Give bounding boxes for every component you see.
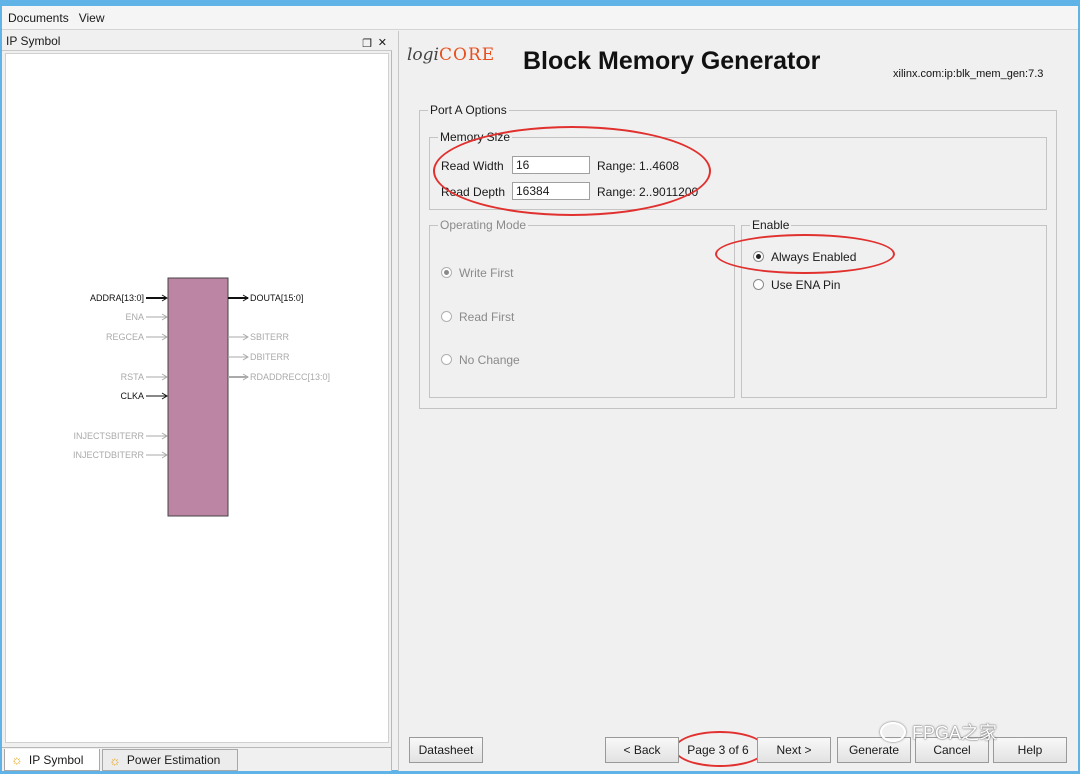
port-arrow	[161, 294, 168, 302]
use-ena-pin-radio[interactable]	[753, 279, 764, 290]
always-enabled-label: Always Enabled	[771, 250, 857, 264]
page-title: Block Memory Generator	[523, 47, 821, 75]
ip-symbol-diagram: ADDRA[13:0] ENA REGCEA RSTA CLKA INJECTSBITER…	[73, 277, 330, 517]
restore-icon[interactable]: ❐	[362, 38, 372, 50]
port-label: CLKA	[120, 391, 144, 401]
port-arrow	[161, 373, 168, 381]
port-arrow	[242, 373, 249, 381]
no-change-label: No Change	[459, 353, 520, 367]
tab-label: Power Estimation	[126, 753, 221, 767]
menu-view[interactable]: View	[78, 10, 105, 25]
memory-block	[167, 277, 229, 517]
port-arrow	[161, 451, 168, 459]
port-label: DBITERR	[250, 352, 290, 362]
port-arrow	[161, 333, 168, 341]
watermark-text: FPGA之家	[912, 723, 998, 743]
operating-mode-group: Operating Mode	[429, 218, 735, 398]
logicore-logo: logiCORE	[407, 45, 496, 65]
generate-button[interactable]: Generate	[837, 737, 911, 763]
help-button[interactable]: Help	[993, 737, 1067, 763]
read-width-field[interactable]: 16	[512, 156, 590, 174]
port-label: INJECTSBITERR	[73, 431, 144, 441]
close-icon[interactable]: ✕	[377, 37, 387, 49]
symbol-canvas: ADDRA[13:0] ENA REGCEA RSTA CLKA INJECTSBITER…	[5, 53, 389, 743]
cancel-button[interactable]: Cancel	[915, 737, 989, 763]
port-arrow	[242, 353, 249, 361]
read-first-label: Read First	[459, 310, 515, 324]
read-depth-range: Range: 2..9011200	[597, 185, 699, 199]
ip-symbol-panel: IP Symbol ❐ ✕ ADDRA[13:0] ENA REGCEA RSTA CL…	[2, 31, 392, 771]
write-first-label: Write First	[459, 266, 514, 280]
tab-power-estimation[interactable]: ☼ Power Estimation	[102, 749, 238, 771]
port-label: ADDRA[13:0]	[90, 293, 144, 303]
menu-documents[interactable]: Documents	[8, 10, 69, 25]
back-button[interactable]: < Back	[605, 737, 679, 763]
group-legend: Operating Mode	[440, 218, 527, 232]
watermark: FPGA之家	[880, 719, 997, 745]
read-first-radio[interactable]	[441, 311, 452, 322]
configuration-panel: logiCORE Block Memory Generator xilinx.c…	[398, 31, 1078, 771]
read-width-range: Range: 1..4608	[597, 159, 680, 173]
port-label: INJECTDBITERR	[73, 450, 145, 460]
port-label: ENA	[125, 312, 144, 322]
port-arrow	[242, 294, 249, 302]
port-label: SBITERR	[250, 332, 290, 342]
no-change-radio[interactable]	[441, 354, 452, 365]
lightbulb-icon: ☼	[11, 752, 23, 767]
lightbulb-icon: ☼	[109, 752, 121, 768]
ip-vlnv: xilinx.com:ip:blk_mem_gen:7.3	[893, 68, 1044, 80]
port-arrow	[161, 392, 168, 400]
port-label: RDADDRECC[13:0]	[250, 372, 330, 382]
port-arrow	[161, 313, 168, 321]
use-ena-pin-label: Use ENA Pin	[771, 278, 841, 292]
port-label: REGCEA	[106, 332, 144, 342]
memory-size-group: Memory Size	[429, 130, 1047, 210]
tab-label: IP Symbol	[28, 752, 84, 767]
port-label: DOUTA[15:0]	[250, 293, 303, 303]
group-legend: Port A Options	[430, 103, 507, 117]
port-label: RSTA	[121, 372, 144, 382]
write-first-radio[interactable]	[441, 267, 452, 278]
ip-customization-window: Documents View IP Symbol ❐ ✕ ADDRA[13:0]…	[2, 6, 1078, 771]
always-enabled-radio[interactable]	[753, 251, 764, 262]
wechat-icon	[880, 722, 906, 742]
read-width-label: Read Width	[441, 159, 504, 173]
panel-title: IP Symbol	[6, 34, 61, 48]
port-arrow	[242, 333, 249, 341]
datasheet-button[interactable]: Datasheet	[409, 737, 483, 763]
port-arrow	[161, 432, 168, 440]
tab-ip-symbol[interactable]: ☼ IP Symbol	[4, 749, 100, 771]
page-indicator: Page 3 of 6	[687, 743, 749, 757]
next-button[interactable]: Next >	[757, 737, 831, 763]
group-legend: Memory Size	[440, 130, 511, 144]
enable-group: Enable	[741, 218, 1047, 398]
read-depth-label: Read Depth	[441, 185, 506, 199]
group-legend: Enable	[752, 218, 790, 232]
panel-title-bar: IP Symbol ❐ ✕	[2, 31, 392, 51]
read-depth-field[interactable]: 16384	[512, 182, 590, 200]
panel-tabs: ☼ IP Symbol ☼ Power Estimation	[2, 747, 392, 771]
port-a-options-group: Port A Options	[419, 103, 1057, 409]
menu-bar: Documents View	[2, 6, 1078, 30]
